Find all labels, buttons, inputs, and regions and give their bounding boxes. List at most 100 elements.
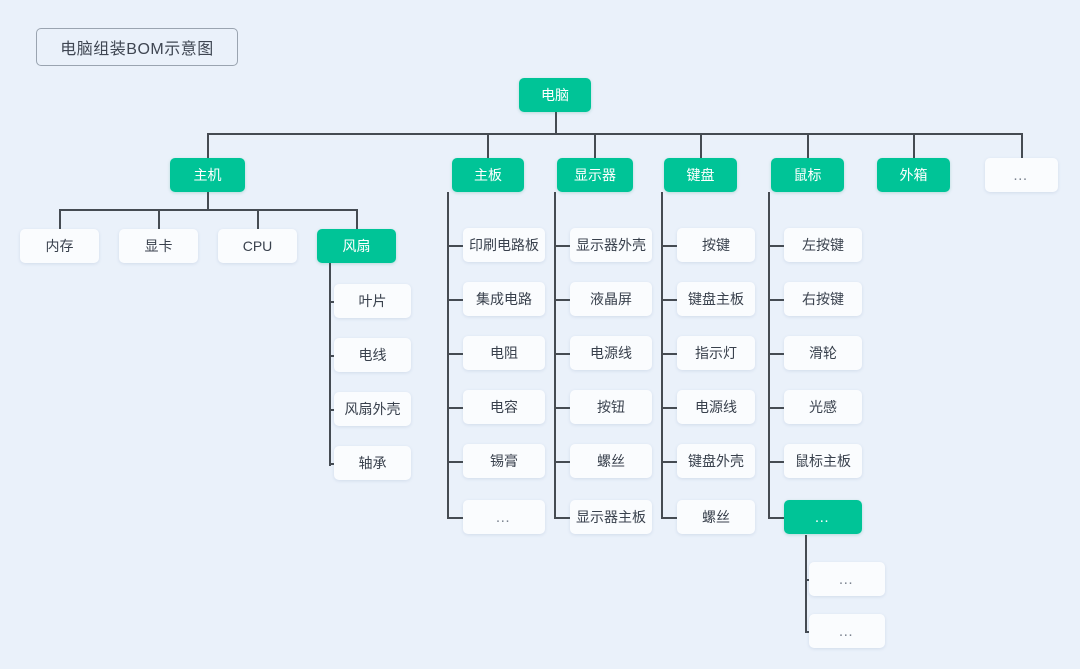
node-label: … [1012,166,1031,184]
connector-mouse-stub-4 [768,407,784,409]
node-keyboard-power-cord[interactable]: 电源线 [677,390,755,424]
node-ic[interactable]: 集成电路 [463,282,545,316]
connector-monitor-stub-1 [554,245,570,247]
node-label: 风扇外壳 [344,401,401,417]
node-monitor-shell[interactable]: 显示器外壳 [570,228,652,262]
node-mouse-more[interactable]: … [784,500,862,534]
node-label: 螺丝 [702,509,730,525]
node-fan-blade[interactable]: 叶片 [334,284,411,318]
node-label: 集成电路 [476,291,532,307]
connector-mouse-stub-3 [768,353,784,355]
node-mainboard[interactable]: 主板 [452,158,524,192]
node-keyboard-screw[interactable]: 螺丝 [677,500,755,534]
node-scroll-wheel[interactable]: 滑轮 [784,336,862,370]
node-keyboard[interactable]: 键盘 [664,158,737,192]
node-fan[interactable]: 风扇 [317,229,396,263]
node-optical-sensor[interactable]: 光感 [784,390,862,424]
node-lcd-panel[interactable]: 液晶屏 [570,282,652,316]
node-label: 螺丝 [597,453,625,469]
node-monitor-mainboard[interactable]: 显示器主板 [570,500,652,534]
node-monitor[interactable]: 显示器 [557,158,633,192]
connector-keyboard-stub-5 [661,461,677,463]
connector-drop-fan [356,209,358,229]
node-label: 电阻 [490,345,518,361]
node-label: 显示器主板 [576,509,646,525]
node-label: 显卡 [144,238,173,254]
connector-monitor-stub-3 [554,353,570,355]
connector-monitor-stub-5 [554,461,570,463]
node-monitor-power-cord[interactable]: 电源线 [570,336,652,370]
node-label: … [838,622,856,640]
node-level2-more[interactable]: … [985,158,1058,192]
node-monitor-button[interactable]: 按钮 [570,390,652,424]
connector-keyboard-stub-3 [661,353,677,355]
node-mouse-more-child-2[interactable]: … [809,614,885,648]
node-label: 左按键 [802,237,844,253]
node-label: 锡膏 [490,453,518,469]
node-fan-housing[interactable]: 风扇外壳 [334,392,411,426]
connector-mouse-stub-6 [768,517,784,519]
node-label: 电线 [358,347,387,363]
node-label: 键盘主板 [688,291,744,307]
connector-mainboard-stub-4 [447,407,463,409]
node-fan-bearing[interactable]: 轴承 [334,446,411,480]
node-label: 外箱 [899,167,928,183]
node-label: … [838,570,856,588]
node-cpu[interactable]: CPU [218,229,297,263]
node-label: CPU [242,238,273,254]
node-mainboard-more[interactable]: … [463,500,545,534]
connector-root-stem [555,112,557,134]
node-right-button[interactable]: 右按键 [784,282,862,316]
node-label: 印刷电路板 [469,237,539,253]
node-label: 显示器外壳 [576,237,646,253]
node-pcb[interactable]: 印刷电路板 [463,228,545,262]
connector-mouse-stub-5 [768,461,784,463]
node-mouse-more-child-1[interactable]: … [809,562,885,596]
node-mouse[interactable]: 鼠标 [771,158,844,192]
node-label: 指示灯 [695,345,737,361]
node-solder-paste[interactable]: 锡膏 [463,444,545,478]
node-label: 滑轮 [809,345,837,361]
connector-keyboard-trunk [661,192,663,518]
node-label: 主板 [474,167,502,183]
connector-drop-cpu [257,209,259,229]
connector-mouse-trunk [768,192,770,518]
node-case[interactable]: 外箱 [877,158,950,192]
node-left-button[interactable]: 左按键 [784,228,862,262]
connector-keyboard-stub-2 [661,299,677,301]
node-mouse-mainboard[interactable]: 鼠标主板 [784,444,862,478]
node-monitor-screw[interactable]: 螺丝 [570,444,652,478]
connector-monitor-trunk [554,192,556,518]
node-gpu[interactable]: 显卡 [119,229,198,263]
node-label: 光感 [809,399,837,415]
node-fan-wire[interactable]: 电线 [334,338,411,372]
connector-drop-case [913,133,915,158]
node-ram[interactable]: 内存 [20,229,99,263]
connector-drop-mouse [807,133,809,158]
connector-drop-keyboard [700,133,702,158]
node-resistor[interactable]: 电阻 [463,336,545,370]
node-label: 主机 [193,167,222,183]
node-keyboard-mainboard[interactable]: 键盘主板 [677,282,755,316]
node-label: 风扇 [342,238,371,254]
connector-drop-monitor [594,133,596,158]
node-label: 轴承 [358,455,387,471]
node-root-computer[interactable]: 电脑 [519,78,591,112]
node-host[interactable]: 主机 [170,158,245,192]
connector-mainboard-stub-2 [447,299,463,301]
node-label: 叶片 [358,293,387,309]
connector-host-bus [59,209,358,211]
node-label: 液晶屏 [590,291,632,307]
node-keycap[interactable]: 按键 [677,228,755,262]
node-indicator-light[interactable]: 指示灯 [677,336,755,370]
node-capacitor[interactable]: 电容 [463,390,545,424]
connector-keyboard-stub-1 [661,245,677,247]
connector-keyboard-stub-4 [661,407,677,409]
connector-mainboard-stub-5 [447,461,463,463]
node-keyboard-shell[interactable]: 键盘外壳 [677,444,755,478]
page-title: 电脑组装BOM示意图 [36,28,238,66]
node-label: 内存 [45,238,74,254]
node-label: 电源线 [590,345,632,361]
connector-mainboard-stub-6 [447,517,463,519]
connector-level2-bus [207,133,1022,135]
